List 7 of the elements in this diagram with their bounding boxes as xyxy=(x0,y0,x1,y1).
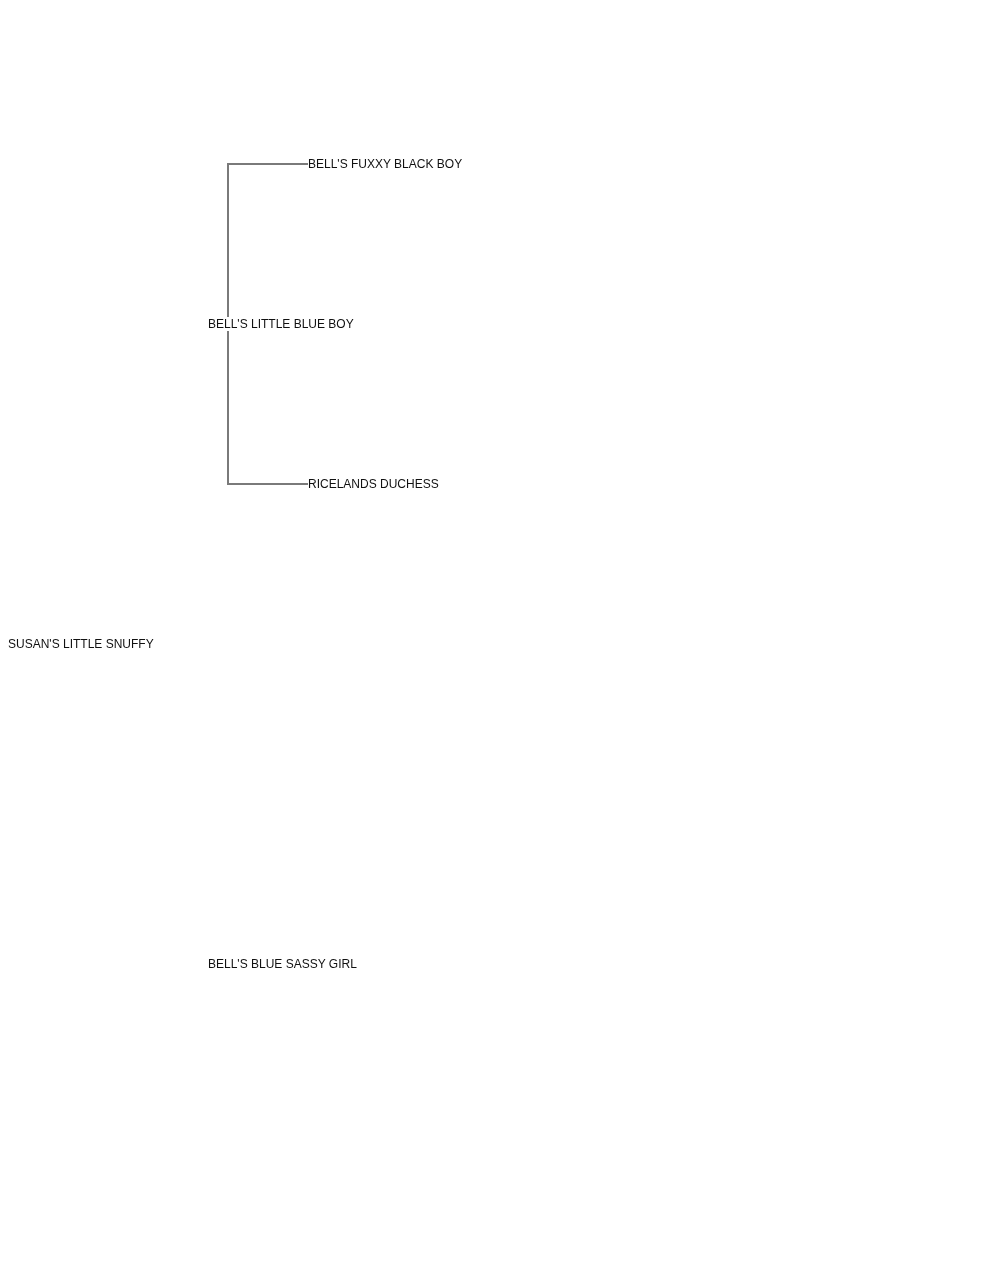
connector-line xyxy=(227,330,309,485)
pedigree-name-label: BELL'S BLUE SASSY GIRL xyxy=(208,957,357,971)
pedigree-name-label: SUSAN'S LITTLE SNUFFY xyxy=(8,637,154,651)
connector-line xyxy=(227,163,309,318)
pedigree-name-label: RICELANDS DUCHESS xyxy=(308,477,439,491)
pedigree-name-label: BELL'S LITTLE BLUE BOY xyxy=(208,317,354,331)
pedigree-name-label: BELL'S FUXXY BLACK BOY xyxy=(308,157,463,171)
